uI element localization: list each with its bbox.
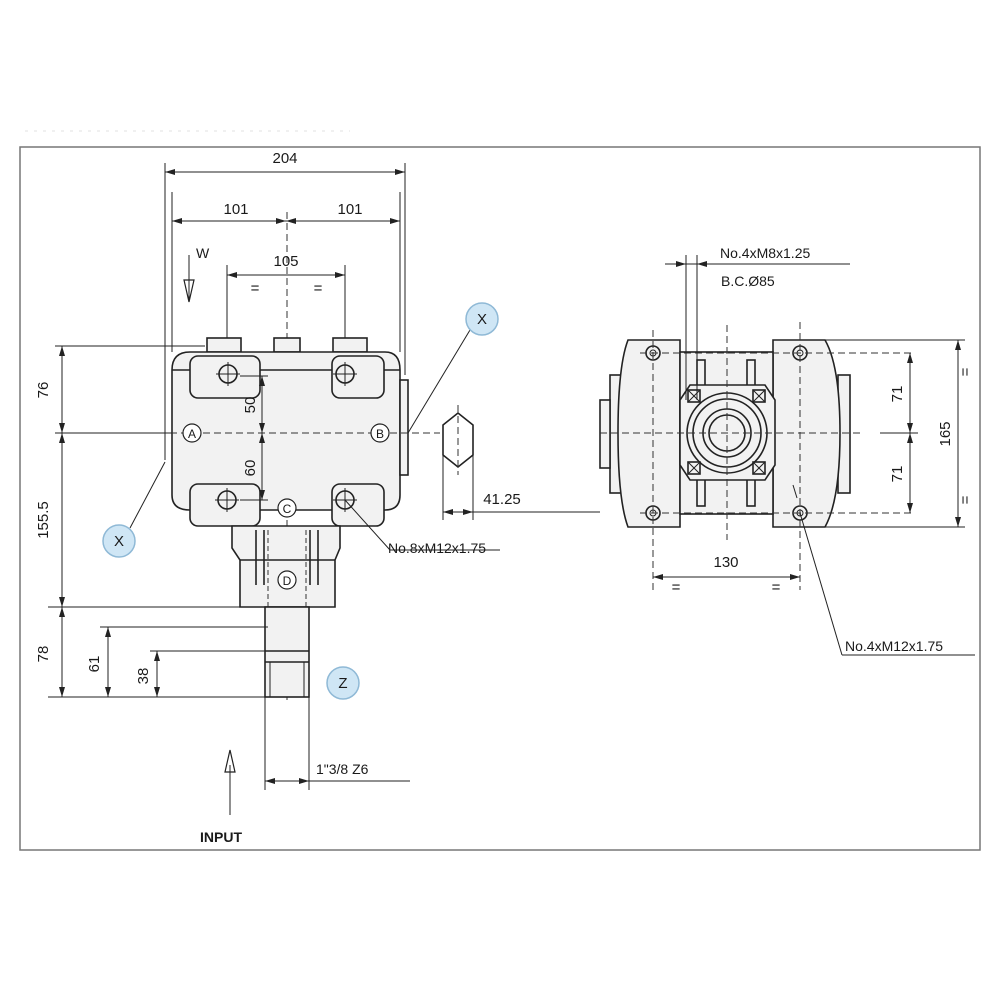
dim-side-equal-left: = xyxy=(672,579,681,596)
arrow-w-label: W xyxy=(196,245,210,261)
thread-front-label: No.8xM12x1.75 xyxy=(388,540,486,556)
callout-labels: W INPUT No.4xM8x1.25 B.C.Ø85 No.8xM12x1.… xyxy=(196,245,943,845)
bolt-hole-icon xyxy=(687,389,766,475)
dim-hex-offset: 41.25 xyxy=(483,491,521,508)
section-markers: A B C D xyxy=(182,423,390,590)
reference-bubbles: X X Z xyxy=(102,302,499,700)
dim-half-left: 101 xyxy=(223,201,248,218)
dim-equal-left: = xyxy=(251,280,260,297)
dim-height-upper: 76 xyxy=(35,382,52,399)
dim-side-71-lower: 71 xyxy=(889,466,906,483)
dim-side-equal-bottom: = xyxy=(957,495,974,504)
thread-side-label: No.4xM12x1.75 xyxy=(845,638,943,654)
input-label: INPUT xyxy=(200,829,242,845)
marker-b: B xyxy=(376,427,384,441)
dim-shaft-38: 38 xyxy=(135,668,152,685)
thread-top-label: No.4xM8x1.25 xyxy=(720,245,810,261)
dim-vertical-60: 60 xyxy=(242,460,259,477)
dim-side-equal-top: = xyxy=(957,367,974,376)
dim-side-equal-right: = xyxy=(772,579,781,596)
side-view xyxy=(599,255,975,656)
dim-shaft-length: 78 xyxy=(35,646,52,663)
spline-label: 1"3/8 Z6 xyxy=(316,761,369,777)
dim-overall-width: 204 xyxy=(272,150,297,167)
dim-shaft-61: 61 xyxy=(86,656,103,673)
marker-d: D xyxy=(283,574,292,588)
bolt-circle-label: B.C.Ø85 xyxy=(721,273,775,289)
bubble-x-bottom-label: X xyxy=(114,533,124,550)
dim-equal-right: = xyxy=(314,280,323,297)
drawing-frame xyxy=(19,146,981,851)
dimension-labels: 204 101 101 105 = = 76 155.5 50 60 78 61… xyxy=(35,150,974,684)
dim-side-height: 165 xyxy=(937,421,954,446)
bubble-z-label: Z xyxy=(338,675,347,692)
bubble-x-top xyxy=(465,302,499,336)
dim-bolt-spacing: 105 xyxy=(273,253,298,270)
dim-side-width: 130 xyxy=(713,554,738,571)
bubble-z xyxy=(326,666,360,700)
dim-side-71-upper: 71 xyxy=(889,386,906,403)
marker-c: C xyxy=(283,502,292,516)
marker-a: A xyxy=(188,427,196,441)
dim-height-lower: 155.5 xyxy=(35,501,52,539)
front-view xyxy=(48,163,600,815)
bubble-x-bottom xyxy=(102,524,136,558)
dim-half-right: 101 xyxy=(337,201,362,218)
bubble-x-top-label: X xyxy=(477,311,487,328)
dim-vertical-50: 50 xyxy=(242,397,259,414)
